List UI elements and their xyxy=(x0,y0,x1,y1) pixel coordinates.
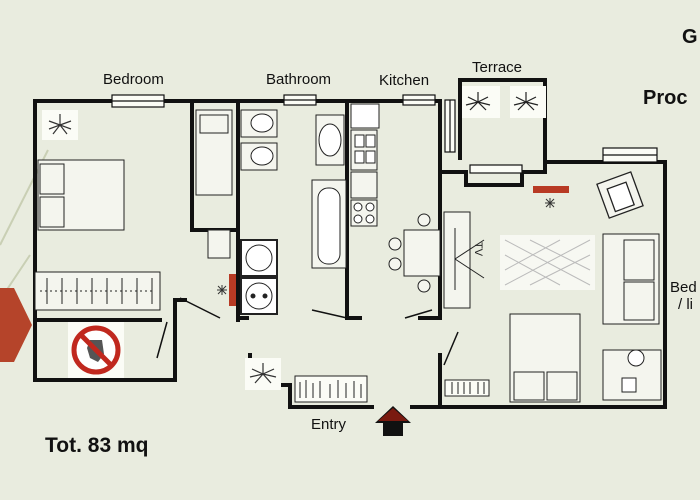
rug xyxy=(500,235,595,290)
total-area-label: Tot. 83 mq xyxy=(45,434,149,457)
bedroom-bed xyxy=(37,159,125,231)
room-label-bedroom: Bedroom xyxy=(103,71,164,88)
tv-cabinet xyxy=(443,211,485,309)
double-bed xyxy=(509,313,581,403)
terrace-plants xyxy=(462,86,546,118)
room-label-entry: Entry xyxy=(311,416,347,433)
no-entry-icon xyxy=(68,322,124,378)
snowflake-icon xyxy=(217,285,227,295)
title-fragment-g: G xyxy=(682,26,698,48)
shelf xyxy=(444,379,490,397)
tv-label: TV xyxy=(472,242,484,257)
room-label-bedroom-living-line2: / li xyxy=(678,296,693,313)
heater xyxy=(533,186,569,193)
entry-arrow-icon xyxy=(375,406,411,436)
room-label-bathroom: Bathroom xyxy=(266,71,332,88)
bedroom-cabinet xyxy=(195,109,233,259)
bathroom-fixtures xyxy=(240,109,347,315)
entry-bookshelf xyxy=(294,375,368,403)
snowflake-icon xyxy=(545,198,555,208)
sofa xyxy=(602,233,660,325)
armchair xyxy=(596,171,644,219)
left-tab-arrow xyxy=(0,288,32,362)
plant-icon xyxy=(245,358,281,390)
room-label-bedroom-living-line1: Bed xyxy=(670,279,697,296)
kitchen-counter xyxy=(350,103,380,227)
dining-table xyxy=(388,213,441,293)
wardrobe xyxy=(34,271,161,311)
room-label-kitchen: Kitchen xyxy=(379,72,430,89)
title-fragment-proc: Proc xyxy=(643,87,688,109)
plant-icon xyxy=(42,110,78,140)
doors xyxy=(156,297,459,366)
windows xyxy=(111,94,658,174)
heater xyxy=(229,274,236,306)
room-label-terrace: Terrace xyxy=(472,59,523,76)
desk xyxy=(602,349,662,401)
